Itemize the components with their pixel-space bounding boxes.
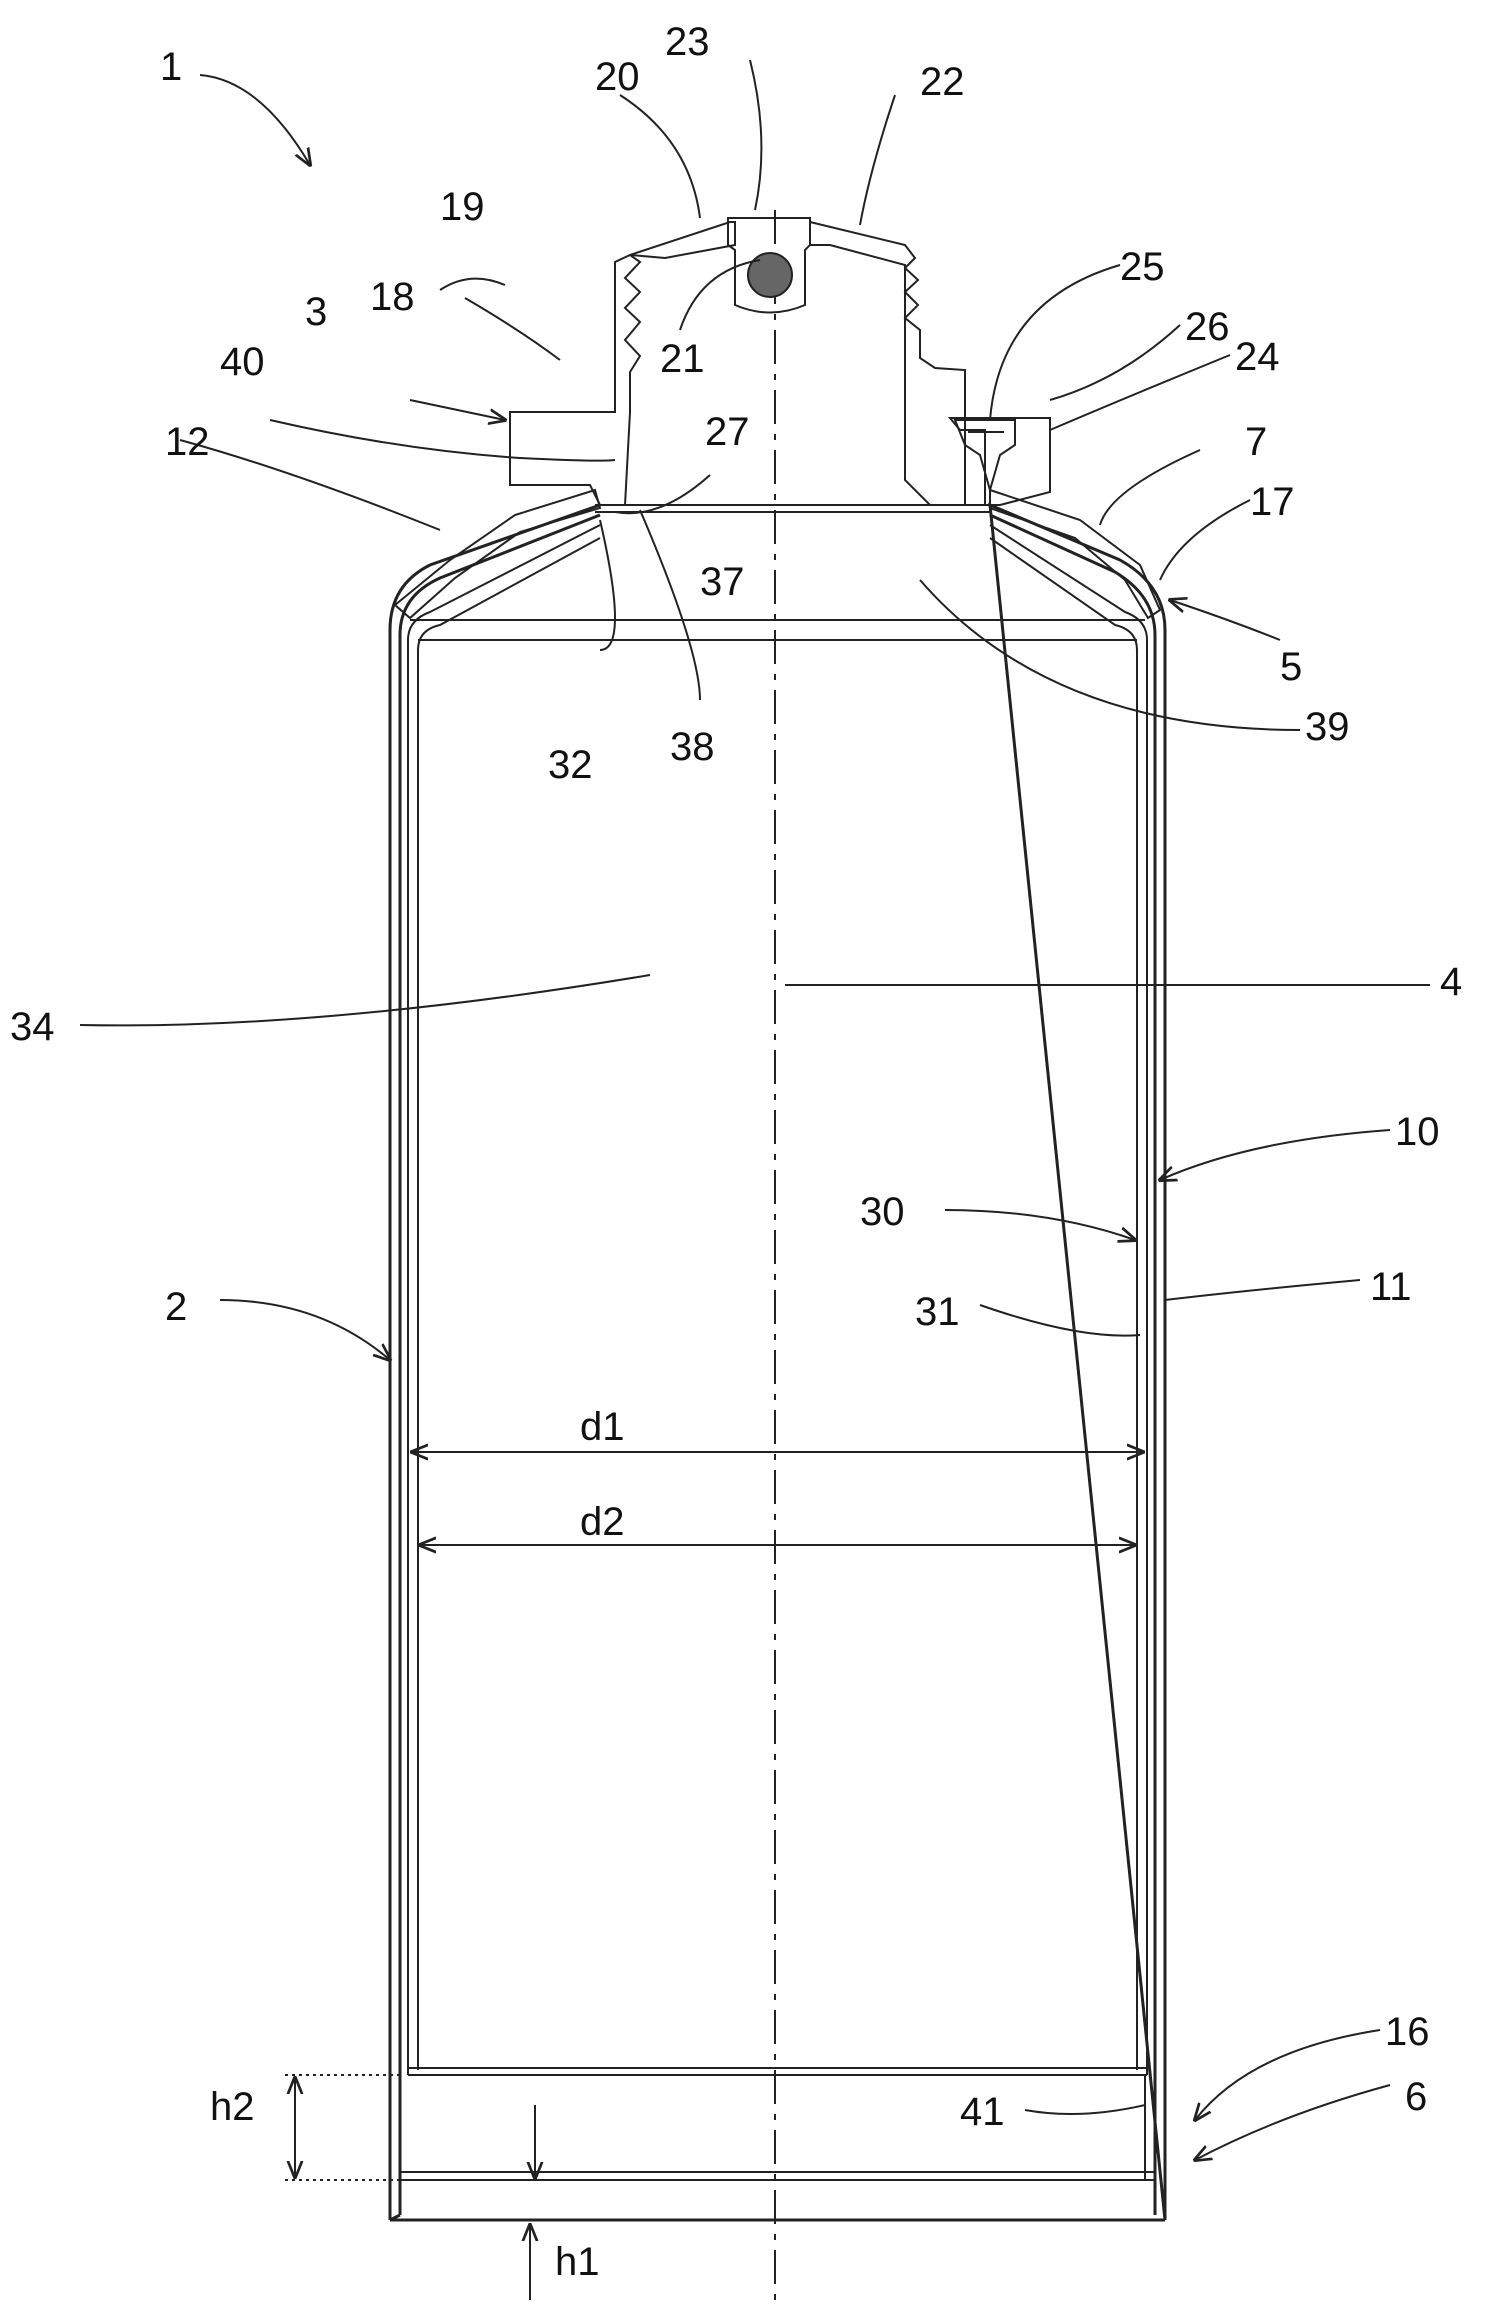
label-6: 6 — [1405, 2075, 1427, 2119]
label-5: 5 — [1280, 645, 1302, 689]
label-d2: d2 — [580, 1500, 625, 1544]
label-7: 7 — [1245, 420, 1267, 464]
label-h2: h2 — [210, 2085, 255, 2129]
label-41: 41 — [960, 2090, 1005, 2134]
label-d1: d1 — [580, 1405, 625, 1449]
label-1: 1 — [160, 45, 182, 89]
label-39: 39 — [1305, 705, 1350, 749]
label-26: 26 — [1185, 305, 1230, 349]
label-37: 37 — [700, 560, 745, 604]
label-25: 25 — [1120, 245, 1165, 289]
reference-labels: 1 20 23 22 19 25 3 18 21 26 24 40 27 12 … — [10, 20, 1462, 2284]
label-3: 3 — [305, 290, 327, 334]
label-19: 19 — [440, 185, 485, 229]
label-40: 40 — [220, 340, 265, 384]
label-34: 34 — [10, 1005, 55, 1049]
shoulder-cone — [595, 504, 990, 513]
label-2: 2 — [165, 1285, 187, 1329]
leader-lines — [79, 59, 1430, 2160]
label-31: 31 — [915, 1290, 960, 1334]
label-16: 16 — [1385, 2010, 1430, 2054]
label-17: 17 — [1250, 480, 1295, 524]
label-24: 24 — [1235, 335, 1280, 379]
label-18: 18 — [370, 275, 415, 319]
bottom-skirt — [400, 2075, 1155, 2181]
label-32: 32 — [548, 743, 593, 787]
closure-hatched — [393, 217, 1162, 620]
label-h1: h1 — [555, 2240, 600, 2284]
label-10: 10 — [1395, 1110, 1440, 1154]
label-27: 27 — [705, 410, 750, 454]
label-30: 30 — [860, 1190, 905, 1234]
label-12: 12 — [165, 420, 210, 464]
label-4: 4 — [1440, 960, 1462, 1004]
label-23: 23 — [665, 20, 710, 64]
label-21: 21 — [660, 337, 705, 381]
label-22: 22 — [920, 60, 965, 104]
label-38: 38 — [670, 725, 715, 769]
height-dimensions — [285, 2074, 535, 2300]
outer-container — [388, 502, 1167, 2222]
inner-bag — [407, 524, 1148, 2076]
label-20: 20 — [595, 55, 640, 99]
label-11: 11 — [1370, 1265, 1412, 1309]
